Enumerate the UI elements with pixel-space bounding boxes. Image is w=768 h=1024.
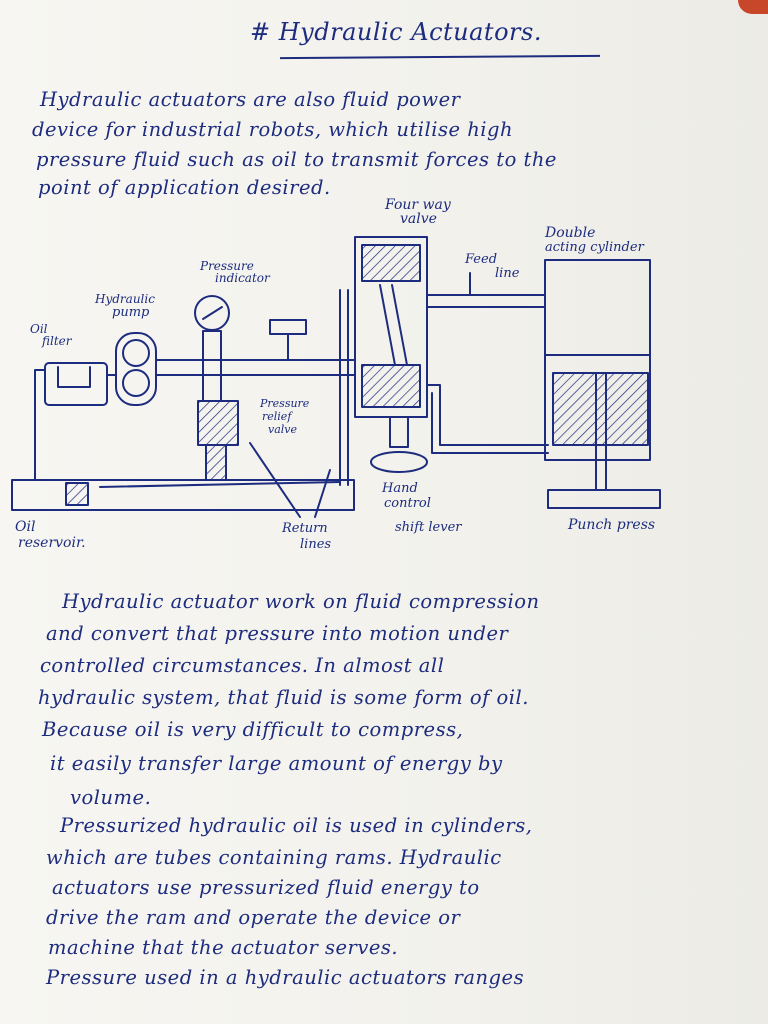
double-acting-cylinder xyxy=(544,259,651,461)
body-line: machine that the actuator serves. xyxy=(48,936,399,959)
leader-line xyxy=(314,469,331,518)
pump-gear-bottom xyxy=(122,369,150,397)
pressure-relief-valve xyxy=(197,400,239,446)
body-line: it easily transfer large amount of energ… xyxy=(50,752,503,775)
body-line: Because oil is very difficult to compres… xyxy=(42,718,464,741)
valve-spool-top xyxy=(361,244,421,282)
hand-control-shift-lever xyxy=(370,451,428,473)
body-line: Pressure used in a hydraulic actuators r… xyxy=(46,966,525,989)
label-shift-lever: shift lever xyxy=(395,520,462,535)
label-pressure-relief-valve: Pressure xyxy=(259,397,310,410)
punch-press-base xyxy=(547,489,661,509)
return-line-bottom xyxy=(99,481,341,488)
valve-passage xyxy=(379,284,396,366)
label-oil-filter: Oil xyxy=(30,322,48,336)
body-line: Pressurized hydraulic oil is used in cyl… xyxy=(60,814,533,837)
oil-reservoir xyxy=(11,479,355,511)
label-hydraulic-pump: Hydraulic xyxy=(94,292,155,306)
label-double-acting-cylinder: acting cylinder xyxy=(545,240,645,255)
intro-line: device for industrial robots, which util… xyxy=(32,118,514,141)
label-pressure-indicator: Pressure xyxy=(199,259,254,273)
body-line: actuators use pressurized fluid energy t… xyxy=(52,876,480,899)
hydraulic-system-diagram: Four way valve Double acting cylinder Fe… xyxy=(11,197,661,552)
body-line: volume. xyxy=(70,786,152,809)
intro-line: Hydraulic actuators are also fluid power xyxy=(40,88,461,111)
valve-spool-bottom xyxy=(361,364,421,408)
valve-passage xyxy=(391,284,408,366)
return-feed-line xyxy=(431,392,549,454)
label-hand-control: Hand xyxy=(381,481,418,496)
pump-gear-top xyxy=(122,339,150,367)
label-oil-reservoir: reservoir. xyxy=(18,535,86,551)
body-line: hydraulic system, that fluid is some for… xyxy=(38,686,529,709)
label-double-acting-cylinder: Double xyxy=(544,225,595,241)
label-four-way-valve: valve xyxy=(400,211,437,227)
intro-line: pressure fluid such as oil to transmit f… xyxy=(36,148,557,171)
filter-element xyxy=(57,366,91,388)
return-feed-line xyxy=(426,384,549,446)
label-feed-line: Feed xyxy=(464,252,497,267)
label-pressure-indicator: indicator xyxy=(215,271,271,285)
body-line: Hydraulic actuator work on fluid compres… xyxy=(62,590,540,613)
label-hand-control: control xyxy=(384,496,431,511)
label-hydraulic-pump: pump xyxy=(112,305,150,320)
gauge-needle xyxy=(202,306,223,320)
check-valve-head xyxy=(269,319,307,335)
hydraulic-pump xyxy=(115,332,157,406)
body-line: which are tubes containing rams. Hydraul… xyxy=(46,846,502,869)
relief-return-column xyxy=(205,444,227,481)
oil-filter xyxy=(44,362,108,406)
label-four-way-valve: Four way xyxy=(384,197,452,213)
label-punch-press: Punch press xyxy=(567,517,655,533)
label-return-lines: Return xyxy=(281,521,328,536)
suction-line xyxy=(34,369,46,481)
gauge-stem xyxy=(202,330,222,402)
leader-line xyxy=(249,442,301,518)
label-feed-line: line xyxy=(495,266,520,281)
body-line: and convert that pressure into motion un… xyxy=(46,622,509,645)
reservoir-strainer xyxy=(65,482,89,506)
label-pressure-relief-valve: valve xyxy=(268,423,298,436)
label-return-lines: lines xyxy=(300,537,331,552)
page-corner-tab xyxy=(738,0,768,14)
body-line: controlled circumstances. In almost all xyxy=(40,654,445,677)
label-oil-reservoir: Oil xyxy=(15,519,35,535)
page-title: # Hydraulic Actuators. xyxy=(250,18,542,46)
label-pressure-relief-valve: relief xyxy=(262,410,293,423)
cylinder-piston xyxy=(552,372,649,446)
intro-line: point of application desired. xyxy=(38,176,331,199)
shift-lever-stem xyxy=(389,416,409,448)
body-line: drive the ram and operate the device or xyxy=(46,906,461,929)
label-oil-filter: filter xyxy=(41,334,73,348)
title-underline xyxy=(279,54,601,60)
